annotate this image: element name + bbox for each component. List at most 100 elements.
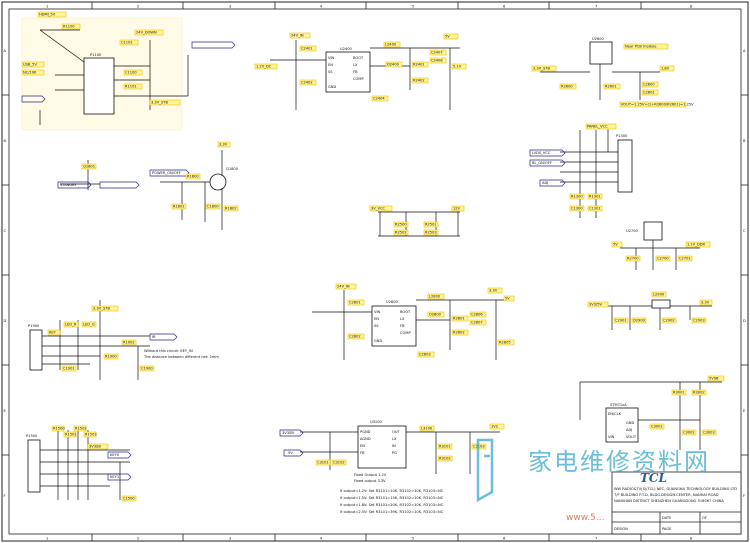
- net-flag-right: [191, 41, 236, 49]
- net-flag-standby-2: [99, 181, 140, 189]
- net-label: R1501: [65, 433, 77, 437]
- net-label: USB_5V: [23, 63, 37, 67]
- net-label: 5V: [505, 297, 510, 301]
- net-flag-3v3sb-in: [279, 429, 304, 437]
- net-label: C2601: [643, 91, 655, 95]
- title-block: TCL WW RADIO&TV(S)(TCL) NEC, GUANGHA TEC…: [611, 471, 742, 535]
- net-label: C1300: [571, 207, 583, 211]
- net-label: C2802: [349, 335, 361, 339]
- block-regulator-right: U2700 5V R2700 C2700 C2701 1.1V_DDR: [611, 221, 711, 270]
- net-label: R2801: [453, 317, 465, 321]
- net-label: KEY0: [110, 453, 120, 457]
- net-label: R2501: [425, 223, 437, 227]
- part-p1100: P1100: [90, 53, 102, 57]
- bottom-tick-7: 7: [595, 537, 597, 541]
- company-line-3: NANSHAN DISTRICT SHENZHEN GUANGDONG 5180…: [614, 499, 724, 503]
- net-label: C1900: [141, 367, 153, 371]
- net-label: C2801: [349, 301, 361, 305]
- net-label: ADJ: [542, 181, 548, 185]
- net-label: VOUT: [626, 435, 637, 439]
- net-flag-5v-in: [283, 449, 304, 457]
- right-zone-ruler: A B C D E F: [741, 49, 748, 498]
- connector-p1500: [27, 439, 41, 493]
- right-tick-f: F: [743, 494, 745, 498]
- net-label: VIN: [374, 310, 381, 314]
- top-tick-6: 6: [503, 5, 506, 9]
- net-label: C2404: [373, 97, 385, 101]
- watermark: 家电维修资料网 www.5...: [476, 438, 708, 523]
- net-label: 1.2V_DC: [256, 65, 272, 69]
- net-label: R1503: [85, 433, 97, 437]
- net-label: C2700: [657, 257, 669, 261]
- vout-formula: VOUT=1.25V+(1+R2600/R2601)=1.25V: [621, 103, 694, 107]
- net-label: EN: [328, 63, 333, 67]
- net-label: 3V3SB: [282, 431, 294, 435]
- net-label: LX: [392, 437, 397, 441]
- right-tick-c: C: [743, 229, 746, 233]
- net-label: GND: [374, 339, 382, 343]
- net-label: R2500: [395, 223, 407, 227]
- net-label: R1502: [75, 427, 87, 431]
- net-label: U3100: [370, 420, 382, 424]
- block-dcdc-middle: U2800 VIN EN SS BOOT LX FB COMP GND 24V_…: [312, 283, 515, 360]
- net-label: BOOT: [353, 56, 364, 60]
- net-label: LVDS_VCC: [532, 151, 551, 155]
- net-label: GND: [328, 85, 336, 89]
- net-label: L3100: [421, 427, 433, 431]
- net-label: COMP: [353, 77, 364, 81]
- net-label: R2805: [499, 341, 511, 345]
- net-label: R1901: [123, 341, 135, 345]
- net-label: OUT: [392, 430, 400, 434]
- net-label: LED_G: [83, 323, 95, 327]
- net-label: PANEL_VCC: [587, 125, 608, 129]
- net-label: L2400: [385, 43, 397, 47]
- net-label: 3.3V: [701, 301, 710, 305]
- net-label: LX: [400, 317, 405, 321]
- net-label: C3102: [333, 461, 345, 465]
- net-flag-left: [21, 95, 46, 103]
- net-label: 5VSB: [709, 377, 719, 381]
- net-label: LED_R: [65, 323, 77, 327]
- net-label: C3101: [317, 461, 329, 465]
- net-label: C2901: [615, 319, 627, 323]
- net-label: P1900: [28, 324, 40, 328]
- net-label: ADJ: [626, 428, 632, 432]
- net-label: P1500: [26, 434, 38, 438]
- net-label: C2803: [419, 353, 431, 357]
- net-label: Q1800: [226, 167, 239, 171]
- net-label: R2802: [453, 331, 465, 335]
- option-line-3: If output=1.8V: Set R3101=20K, R3102=10K…: [340, 503, 444, 507]
- ic-u2700: [643, 221, 663, 241]
- right-tick-d: D: [743, 319, 746, 323]
- net-label: 1.8V: [661, 67, 670, 71]
- net-label: C1101: [121, 41, 133, 45]
- net-label: C2401: [301, 47, 313, 51]
- net-label: 3.3V_STB: [93, 307, 110, 311]
- net-flag-key1: [107, 473, 132, 481]
- option-line-4: If output=2.5V: Set R3101=39K, R3102=10K…: [340, 510, 444, 514]
- net-label: R2401: [413, 63, 425, 67]
- net-label: 5V: [613, 243, 618, 247]
- company-line-2: 7/F BUILDING P.T.D, BLDG.DESIGN CENTER, …: [614, 493, 719, 497]
- net-label: 3V_VCC: [371, 207, 386, 211]
- net-label: R2402: [413, 79, 425, 83]
- bottom-tick-5: 5: [412, 537, 414, 541]
- top-tick-8: 8: [690, 5, 693, 9]
- net-label: POWER_ON/OFF: [152, 171, 181, 175]
- net-label: C1901: [63, 367, 75, 371]
- net-label: PGND: [360, 430, 371, 434]
- net-label: FB: [400, 324, 405, 328]
- net-label: C3001: [651, 425, 663, 429]
- block-ldo-right: U2600 Near PCB module VOUT=1.25V+(1+R260…: [531, 37, 694, 108]
- left-zone-ruler: A B C D E F: [2, 49, 9, 498]
- net-label: NC/10K: [23, 71, 37, 75]
- net-label: 3.3V_STB: [533, 67, 550, 71]
- inner-frame: [8, 8, 742, 535]
- net-label: SS: [374, 324, 379, 328]
- field-of: OF: [702, 516, 707, 520]
- net-label: R3101: [439, 445, 451, 449]
- net-label: C2701: [679, 257, 691, 261]
- net-label: U2800: [386, 300, 398, 304]
- net-label: VIN: [328, 56, 335, 60]
